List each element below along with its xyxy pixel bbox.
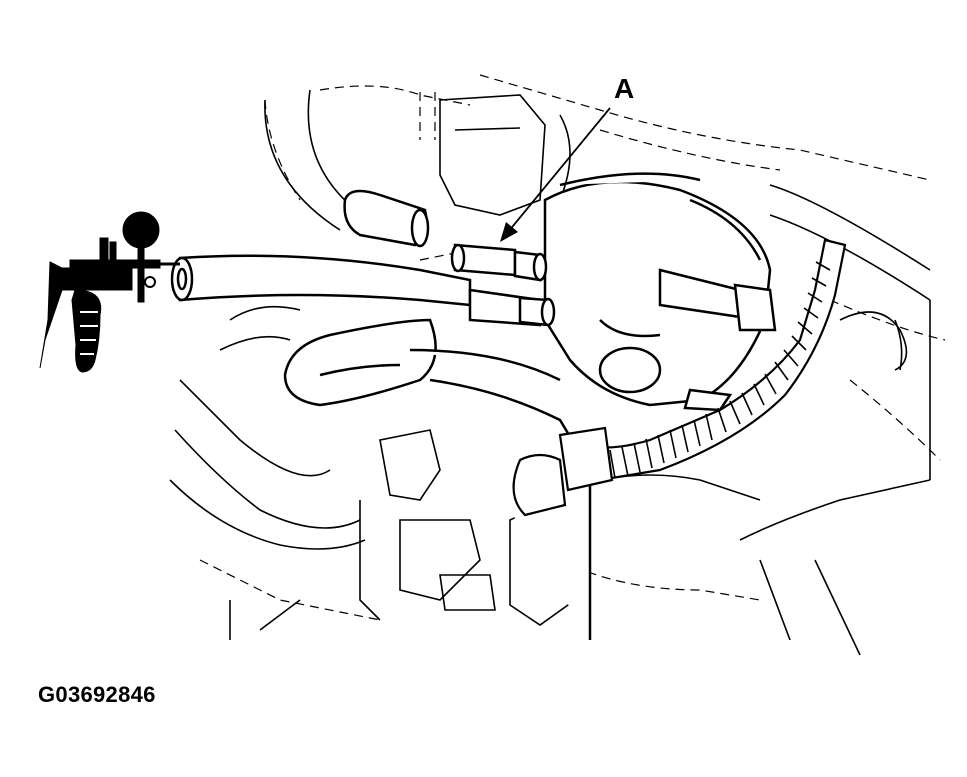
- callout-label: A: [614, 73, 634, 104]
- callout-leader-line: [507, 107, 611, 233]
- evap-canister-body: [543, 172, 777, 412]
- wiring-harness: [512, 238, 847, 517]
- vacuum-hose-main: [170, 254, 472, 307]
- vacuum-pump-gauge-icon: [39, 211, 180, 373]
- callout-arrowhead: [500, 222, 518, 242]
- figure-id: G03692846: [38, 682, 156, 707]
- hose-upper-left: [343, 189, 430, 248]
- callout-a: A: [500, 73, 634, 242]
- canister-ports: [450, 243, 556, 327]
- engine-outlines: [169, 89, 931, 656]
